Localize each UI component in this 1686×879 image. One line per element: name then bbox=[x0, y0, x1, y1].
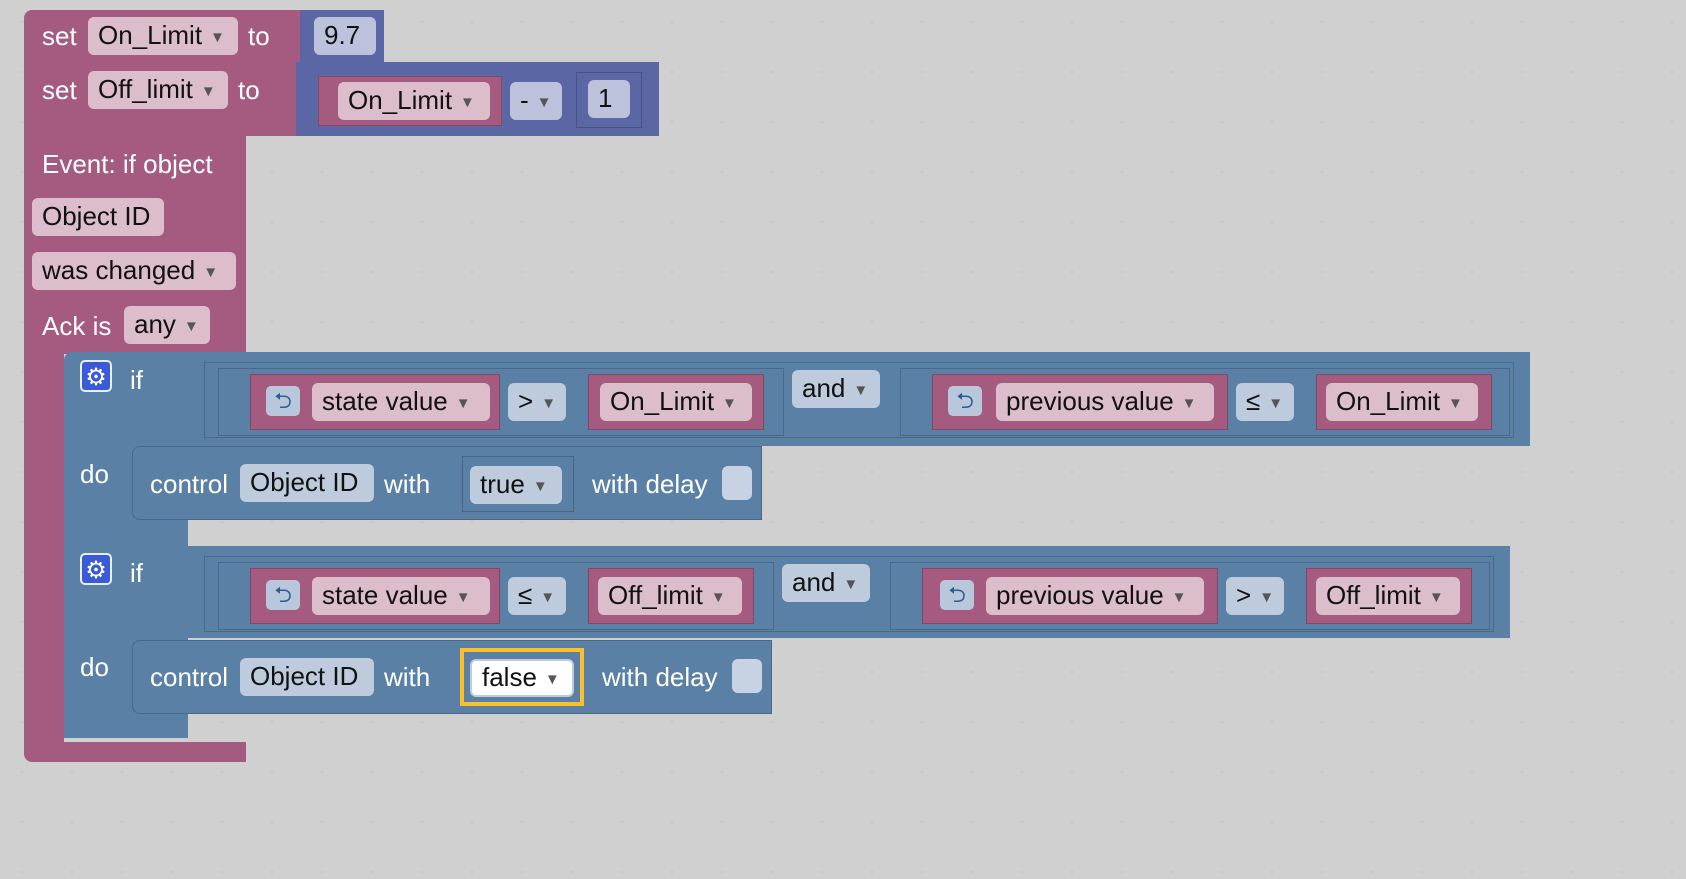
dropdown-arrow-icon: ▼ bbox=[210, 29, 225, 46]
dropdown-arrow-icon: ▼ bbox=[541, 395, 557, 412]
boolean-dropdown-false[interactable]: false▼ bbox=[470, 659, 574, 697]
previous-value-dropdown[interactable]: previous value▼ bbox=[996, 383, 1214, 421]
to-keyword: to bbox=[248, 21, 270, 51]
if-keyword: if bbox=[130, 365, 143, 395]
state-value-dropdown[interactable]: state value▼ bbox=[312, 383, 490, 421]
dropdown-arrow-icon: ▼ bbox=[1259, 589, 1275, 606]
variable-dropdown-on-limit[interactable]: On_Limit▼ bbox=[600, 383, 752, 421]
event-block-left-rail bbox=[24, 354, 64, 746]
number-field-1[interactable]: 1 bbox=[588, 80, 630, 118]
dropdown-arrow-icon: ▼ bbox=[1268, 395, 1284, 412]
variable-dropdown-off-limit[interactable]: Off_limit▼ bbox=[88, 71, 228, 109]
gear-icon[interactable]: ⚙ bbox=[80, 553, 112, 585]
with-delay-label: with delay bbox=[602, 662, 718, 692]
return-icon: ⮌ bbox=[266, 580, 300, 610]
return-icon: ⮌ bbox=[940, 580, 974, 610]
set-keyword: set bbox=[42, 75, 77, 105]
variable-dropdown-off-limit[interactable]: Off_limit▼ bbox=[598, 577, 742, 615]
dropdown-arrow-icon: ▼ bbox=[455, 589, 471, 606]
with-keyword: with bbox=[384, 469, 431, 499]
dropdown-arrow-icon: ▼ bbox=[532, 478, 548, 495]
return-icon: ⮌ bbox=[266, 386, 300, 416]
with-keyword: with bbox=[384, 662, 431, 692]
object-id-field[interactable]: Object ID bbox=[32, 198, 164, 236]
dropdown-arrow-icon: ▼ bbox=[200, 83, 216, 100]
control-block-1[interactable] bbox=[132, 446, 762, 520]
dropdown-arrow-icon: ▼ bbox=[853, 382, 869, 399]
dropdown-arrow-icon: ▼ bbox=[843, 576, 859, 593]
event-block-bottom bbox=[24, 742, 246, 762]
control-keyword: control bbox=[150, 662, 229, 692]
with-delay-label: with delay bbox=[592, 469, 708, 499]
if-block-2-bottom bbox=[64, 714, 188, 738]
if-keyword: if bbox=[130, 558, 143, 588]
variable-dropdown-off-limit[interactable]: Off_limit▼ bbox=[1316, 577, 1460, 615]
control-block-2[interactable] bbox=[132, 640, 772, 714]
operator-dropdown-le[interactable]: ≤▼ bbox=[1236, 383, 1294, 421]
variable-dropdown-on-limit[interactable]: On_Limit▼ bbox=[338, 82, 490, 120]
dropdown-arrow-icon: ▼ bbox=[1171, 589, 1187, 606]
event-title: Event: if object bbox=[42, 149, 213, 179]
operator-dropdown-gt[interactable]: >▼ bbox=[1226, 577, 1284, 615]
dropdown-arrow-icon: ▼ bbox=[1181, 395, 1197, 412]
object-id-field[interactable]: Object ID bbox=[240, 464, 374, 502]
operator-dropdown-le[interactable]: ≤▼ bbox=[508, 577, 566, 615]
set-keyword: set bbox=[42, 21, 77, 51]
dropdown-arrow-icon: ▼ bbox=[1448, 395, 1463, 412]
variable-dropdown-on-limit[interactable]: On_Limit▼ bbox=[88, 17, 238, 55]
dropdown-arrow-icon: ▼ bbox=[1428, 589, 1444, 606]
logic-op-dropdown-and[interactable]: and▼ bbox=[792, 370, 880, 408]
dropdown-arrow-icon: ▼ bbox=[203, 264, 219, 281]
state-value-dropdown[interactable]: state value▼ bbox=[312, 577, 490, 615]
dropdown-arrow-icon: ▼ bbox=[710, 589, 726, 606]
operator-dropdown-gt[interactable]: >▼ bbox=[508, 383, 566, 421]
delay-checkbox[interactable] bbox=[722, 466, 752, 500]
object-id-field[interactable]: Object ID bbox=[240, 658, 374, 696]
boolean-dropdown-true[interactable]: true▼ bbox=[470, 466, 562, 504]
number-field-9-7[interactable]: 9.7 bbox=[314, 17, 376, 55]
previous-value-dropdown[interactable]: previous value▼ bbox=[986, 577, 1204, 615]
logic-op-dropdown-and[interactable]: and▼ bbox=[782, 564, 870, 602]
do-keyword: do bbox=[80, 652, 109, 682]
delay-checkbox[interactable] bbox=[732, 659, 762, 693]
ack-label: Ack is bbox=[42, 311, 112, 341]
variable-dropdown-on-limit[interactable]: On_Limit▼ bbox=[1326, 383, 1478, 421]
dropdown-arrow-icon: ▼ bbox=[536, 94, 552, 111]
dropdown-arrow-icon: ▼ bbox=[544, 671, 560, 688]
control-keyword: control bbox=[150, 469, 229, 499]
return-icon: ⮌ bbox=[948, 386, 982, 416]
dropdown-arrow-icon: ▼ bbox=[540, 589, 556, 606]
dropdown-arrow-icon: ▼ bbox=[183, 318, 199, 335]
operator-dropdown-minus[interactable]: -▼ bbox=[510, 82, 562, 120]
if-block-1-bottom bbox=[64, 520, 188, 544]
dropdown-arrow-icon: ▼ bbox=[460, 94, 475, 111]
trigger-dropdown[interactable]: was changed▼ bbox=[32, 252, 236, 290]
dropdown-arrow-icon: ▼ bbox=[455, 395, 471, 412]
to-keyword: to bbox=[238, 75, 260, 105]
dropdown-arrow-icon: ▼ bbox=[722, 395, 737, 412]
ack-dropdown[interactable]: any▼ bbox=[124, 306, 210, 344]
do-keyword: do bbox=[80, 459, 109, 489]
gear-icon[interactable]: ⚙ bbox=[80, 360, 112, 392]
